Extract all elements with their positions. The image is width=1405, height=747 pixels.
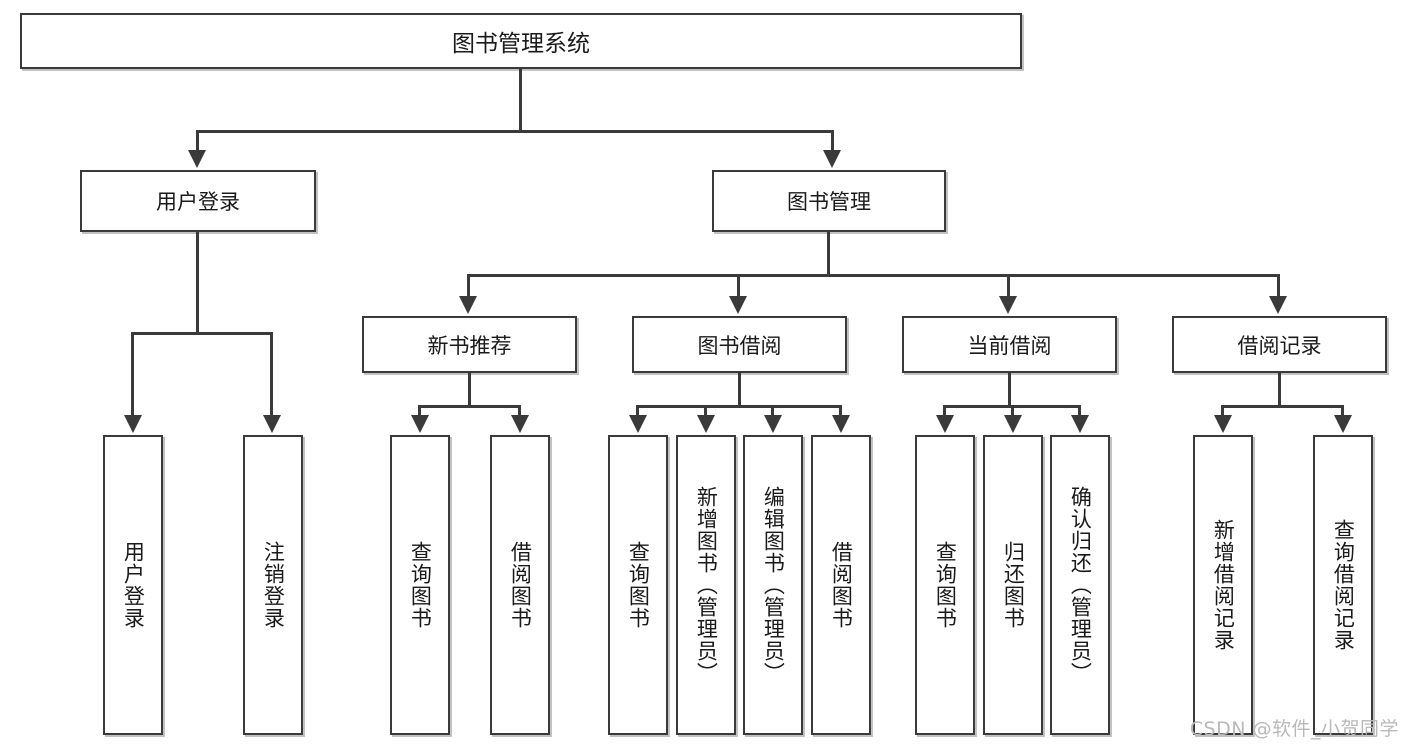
arrow-to-record-leaf-1 [1214, 415, 1232, 433]
leaf-book-borrow-4[interactable]: 借阅图书 [811, 435, 871, 735]
node-label: 新书推荐 [427, 333, 512, 358]
node-borrow-record[interactable]: 借阅记录 [1172, 316, 1387, 373]
node-root-book-management-system[interactable]: 图书管理系统 [20, 13, 1022, 69]
connector-l3-drop-1 [467, 274, 470, 296]
leaf-book-borrow-1[interactable]: 查询图书 [608, 435, 668, 735]
arrow-to-user-login-leaf-1 [124, 415, 142, 433]
connector-recommend-bus [418, 405, 521, 408]
node-user-login[interactable]: 用户登录 [80, 170, 316, 232]
node-label: 当前借阅 [967, 333, 1052, 358]
node-label: 用户登录 [156, 190, 240, 214]
arrow-to-user-login-leaf-2 [263, 415, 281, 433]
leaf-recommend-1[interactable]: 查询图书 [390, 435, 450, 735]
node-label: 新增借阅记录 [1211, 519, 1236, 651]
connector-recommend-drop-2 [518, 405, 521, 417]
arrow-to-borrow-leaf-2 [697, 415, 715, 433]
leaf-borrow-record-1[interactable]: 新增借阅记录 [1193, 435, 1253, 735]
arrow-to-user-login [188, 150, 206, 168]
node-label: 借阅图书 [829, 541, 854, 629]
connector-book-management-stem [827, 232, 830, 276]
connector-current-drop-2 [1011, 405, 1014, 417]
node-book-borrow[interactable]: 图书借阅 [632, 316, 847, 373]
connector-user-login-drop-2 [270, 332, 273, 417]
node-label: 查询图书 [408, 541, 433, 629]
node-label: 借阅记录 [1237, 333, 1322, 358]
connector-recommend-stem [468, 373, 471, 408]
connector-borrow-drop-1 [636, 405, 639, 417]
node-new-book-recommend[interactable]: 新书推荐 [362, 316, 577, 373]
node-label: 查询图书 [626, 541, 651, 629]
leaf-borrow-record-2[interactable]: 查询借阅记录 [1313, 435, 1373, 735]
arrow-to-current-leaf-1 [936, 415, 954, 433]
leaf-user-login-1[interactable]: 用户登录 [103, 435, 163, 735]
connector-record-drop-2 [1341, 405, 1344, 417]
leaf-user-login-2[interactable]: 注销登录 [243, 435, 303, 735]
arrow-to-borrow-record [1269, 296, 1287, 314]
leaf-book-borrow-3[interactable]: 编辑图书（管理员） [743, 435, 803, 735]
arrow-to-recommend-leaf-2 [511, 415, 529, 433]
arrow-to-record-leaf-2 [1334, 415, 1352, 433]
node-label: 借阅图书 [508, 541, 533, 629]
node-label: 图书借阅 [697, 333, 782, 358]
connector-l3-drop-4 [1277, 274, 1280, 296]
arrow-to-book-borrow [729, 296, 747, 314]
leaf-current-borrow-3[interactable]: 确认归还（管理员） [1050, 435, 1110, 735]
connector-borrow-drop-2 [704, 405, 707, 417]
arrow-to-current-borrow [999, 296, 1017, 314]
leaf-current-borrow-2[interactable]: 归还图书 [983, 435, 1043, 735]
arrow-to-book-management [823, 150, 841, 168]
connector-current-drop-3 [1078, 405, 1081, 417]
connector-borrow-bus [636, 405, 842, 408]
leaf-current-borrow-1[interactable]: 查询图书 [915, 435, 975, 735]
connector-l3-drop-3 [1007, 274, 1010, 296]
node-current-borrow[interactable]: 当前借阅 [902, 316, 1117, 373]
leaf-recommend-2[interactable]: 借阅图书 [490, 435, 550, 735]
node-label: 编辑图书（管理员） [761, 486, 786, 684]
connector-borrow-drop-4 [839, 405, 842, 417]
connector-user-login-drop-1 [131, 332, 134, 417]
node-label: 查询借阅记录 [1331, 519, 1356, 651]
node-label: 用户登录 [121, 541, 146, 629]
node-label: 确认归还（管理员） [1068, 486, 1093, 684]
arrow-to-current-leaf-3 [1071, 415, 1089, 433]
arrow-to-new-book-recommend [459, 296, 477, 314]
node-label: 查询图书 [933, 541, 958, 629]
arrow-to-recommend-leaf-1 [411, 415, 429, 433]
connector-current-drop-1 [943, 405, 946, 417]
connector-user-login-bus [131, 332, 272, 335]
connector-l3-drop-2 [737, 274, 740, 296]
connector-record-stem [1278, 373, 1281, 408]
connector-root-bus [196, 130, 833, 133]
connector-user-login-stem [196, 232, 199, 334]
connector-book-management-bus [467, 274, 1280, 277]
arrow-to-borrow-leaf-3 [764, 415, 782, 433]
connector-borrow-drop-3 [771, 405, 774, 417]
connector-record-bus [1221, 405, 1344, 408]
arrow-to-borrow-leaf-1 [629, 415, 647, 433]
csdn-watermark: CSDN @软件_小贺同学 [1189, 718, 1399, 740]
node-label: 注销登录 [261, 541, 286, 629]
node-label: 归还图书 [1001, 541, 1026, 629]
arrow-to-borrow-leaf-4 [832, 415, 850, 433]
node-book-management[interactable]: 图书管理 [712, 170, 946, 232]
connector-root-drop-right [831, 130, 834, 150]
connector-record-drop-1 [1221, 405, 1224, 417]
connector-root-stem [519, 69, 522, 132]
leaf-book-borrow-2[interactable]: 新增图书（管理员） [676, 435, 736, 735]
arrow-to-current-leaf-2 [1004, 415, 1022, 433]
connector-recommend-drop-1 [418, 405, 421, 417]
node-label: 图书管理系统 [452, 31, 590, 57]
connector-borrow-stem [738, 373, 741, 408]
node-label: 图书管理 [787, 190, 871, 214]
connector-root-drop-left [196, 130, 199, 150]
connector-current-stem [1008, 373, 1011, 408]
node-label: 新增图书（管理员） [694, 486, 719, 684]
